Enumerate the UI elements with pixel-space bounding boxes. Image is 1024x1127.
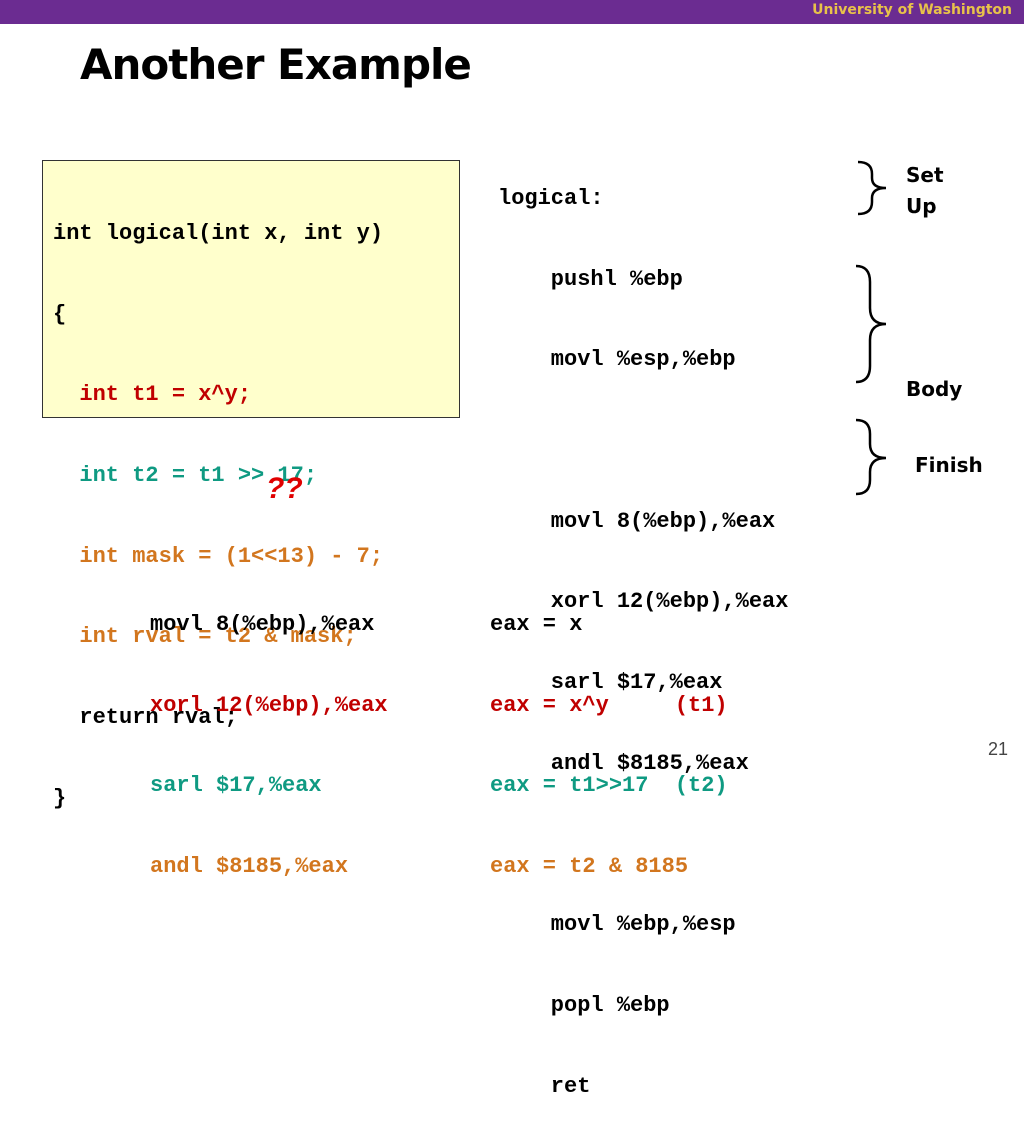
- bottom-meaning-line: eax = t1>>17 (t2): [490, 773, 728, 798]
- bottom-asm-line: movl 8(%ebp),%eax: [150, 612, 375, 637]
- university-name: University of Washington: [812, 2, 1012, 18]
- code-line: int rval = t2 & mask;: [53, 624, 357, 650]
- c-code-box: int logical(int x, int y) { int t1 = x^y…: [42, 160, 460, 811]
- slide-title: Another Example: [80, 40, 472, 89]
- code-line: int t2 = t1 >> 17;: [53, 463, 318, 489]
- asm-line: logical:: [498, 186, 604, 211]
- setup-label-line2: Up: [906, 194, 937, 218]
- bottom-meaning-line: eax = x^y (t1): [490, 692, 728, 718]
- asm-line: movl %esp,%ebp: [498, 347, 736, 373]
- header-bar: University of Washington: [0, 0, 1024, 24]
- bottom-asm-line: sarl $17,%eax: [150, 773, 322, 798]
- bottom-meaning-line: eax = t2 & 8185: [490, 853, 689, 879]
- slide-number: 21: [987, 739, 1008, 759]
- code-line: return rval;: [53, 705, 238, 731]
- bottom-meaning: eax = x eax = x^y (t1) eax = t1>>17 (t2)…: [490, 560, 728, 907]
- asm-line: ret: [498, 1073, 591, 1099]
- asm-line: pushl %ebp: [498, 266, 683, 292]
- asm-line: movl 8(%ebp),%eax: [498, 508, 776, 534]
- setup-brace-icon: [857, 160, 887, 216]
- asm-line: popl %ebp: [498, 992, 670, 1018]
- bottom-asm-line: andl $8185,%eax: [150, 853, 349, 879]
- braces-overlay: [855, 160, 887, 496]
- code-line: int logical(int x, int y): [53, 221, 384, 246]
- asm-line: xorl 12(%ebp),%eax: [498, 589, 789, 615]
- bottom-asm: movl 8(%ebp),%eax xorl 12(%ebp),%eax sar…: [150, 560, 388, 907]
- code-line: int t1 = x^y;: [53, 382, 252, 408]
- question-marks: ??: [266, 472, 303, 505]
- finish-brace-icon: [855, 418, 887, 496]
- bottom-meaning-line: eax = x: [490, 612, 583, 637]
- code-line: int mask = (1<<13) - 7;: [53, 543, 384, 569]
- code-line: {: [53, 301, 67, 327]
- body-label: Body: [906, 377, 963, 401]
- finish-label: Finish: [915, 453, 983, 477]
- bottom-asm-line: xorl 12(%ebp),%eax: [150, 692, 388, 718]
- setup-label-line1: Set: [906, 163, 944, 187]
- body-brace-icon: [855, 264, 887, 384]
- asm-line: movl %ebp,%esp: [498, 912, 736, 938]
- asm-line: sarl $17,%eax: [498, 670, 723, 696]
